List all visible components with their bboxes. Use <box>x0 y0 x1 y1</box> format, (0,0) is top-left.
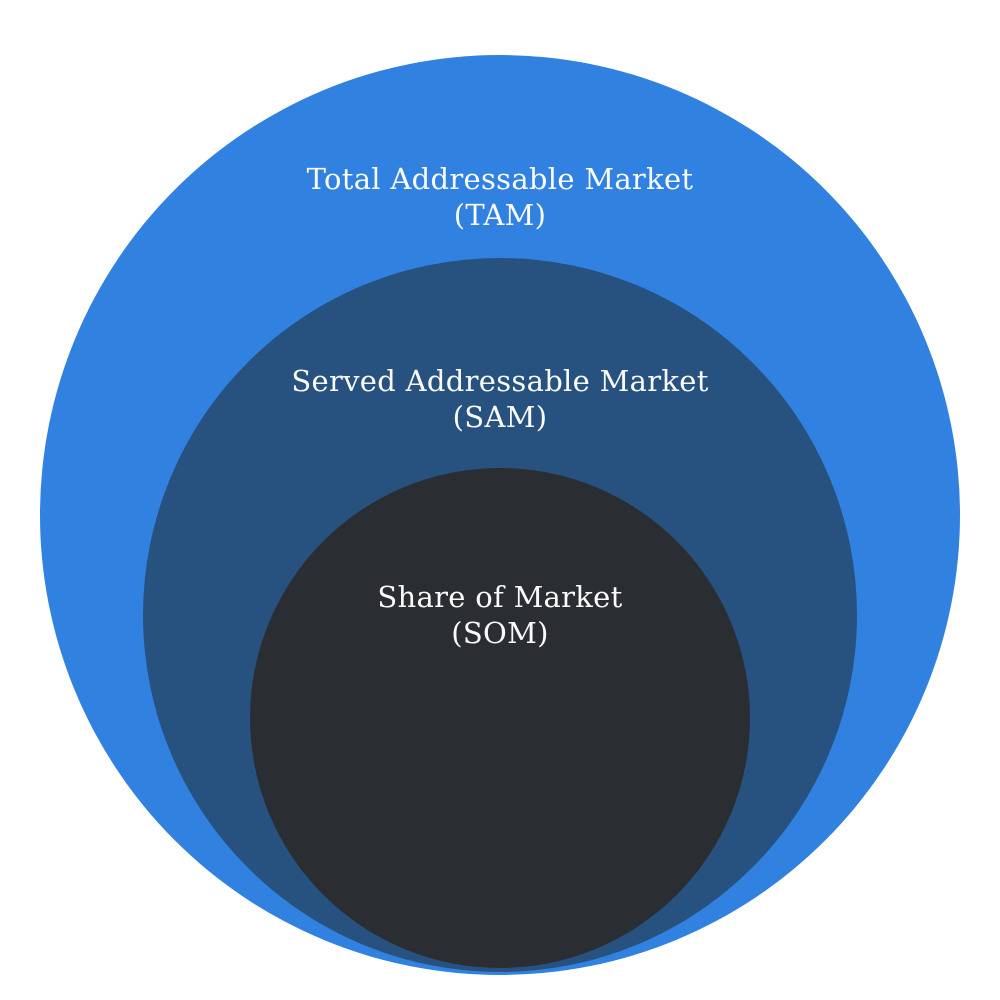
sam-label: Served Addressable Market (SAM) <box>0 363 1000 435</box>
som-label-line1: Share of Market <box>377 580 623 614</box>
som-label: Share of Market (SOM) <box>0 579 1000 651</box>
sam-label-line1: Served Addressable Market <box>291 364 709 398</box>
tam-label: Total Addressable Market (TAM) <box>0 161 1000 233</box>
tam-label-line1: Total Addressable Market <box>306 162 694 196</box>
som-circle <box>250 468 750 968</box>
sam-label-line2: (SAM) <box>452 400 548 434</box>
tam-label-line2: (TAM) <box>453 198 547 232</box>
som-label-line2: (SOM) <box>451 616 549 650</box>
